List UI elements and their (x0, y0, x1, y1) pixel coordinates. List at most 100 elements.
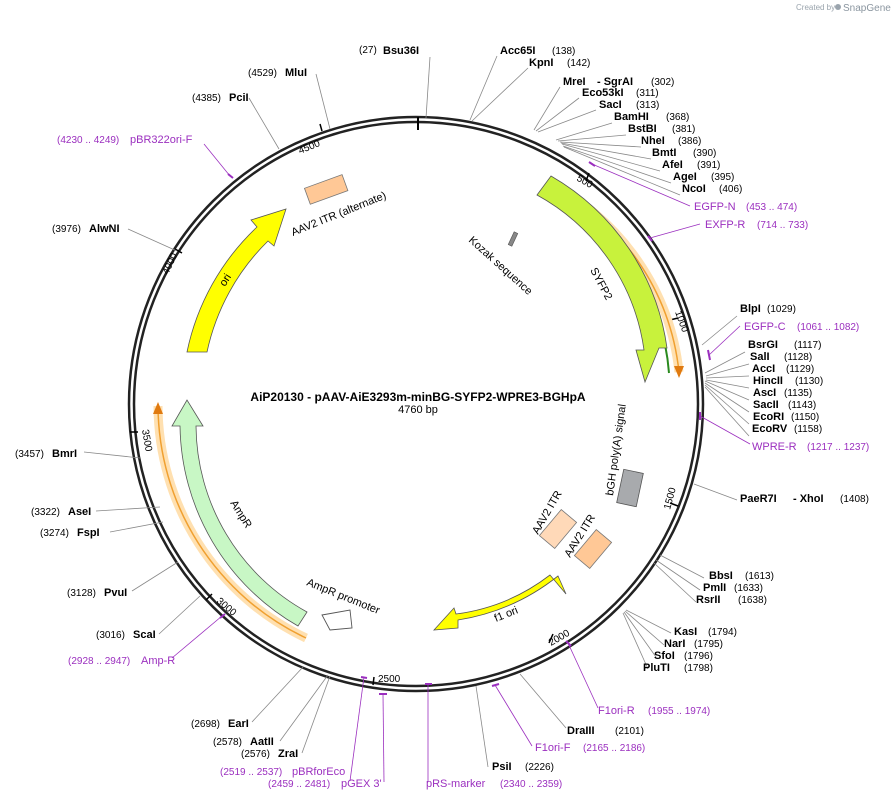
enzyme-acc65i[interactable]: Acc65I (500, 45, 535, 57)
enzyme-pos-bsu36i: (27) (359, 45, 377, 56)
enzyme-mrei[interactable]: MreI (563, 76, 586, 88)
enzyme-pos-draiii: (2101) (615, 726, 644, 737)
enzyme-hincii[interactable]: HincII (753, 375, 783, 387)
enzyme-acci[interactable]: AccI (752, 363, 775, 375)
created-by-text: Created by (796, 3, 835, 12)
enzyme-pos-blpi: (1029) (767, 304, 796, 315)
enzyme-eari[interactable]: EarI (228, 718, 249, 730)
enzyme-pos-pluti: (1798) (684, 663, 713, 674)
aav2-itr-1-feature (538, 508, 578, 550)
enzyme-sacii[interactable]: SacII (753, 399, 779, 411)
enzyme-pos-paer7i: (1408) (840, 494, 869, 505)
enzyme-pvui[interactable]: PvuI (104, 587, 127, 599)
primer-range-wpre-r: (1217 .. 1237) (807, 442, 869, 453)
enzyme-pos-pcii: (4385) (192, 93, 221, 104)
enzyme-sfoi[interactable]: SfoI (654, 650, 675, 662)
backbone-inner (132, 120, 700, 688)
primer-range-prs-marker: (2340 .. 2359) (500, 779, 562, 790)
enzyme-bamhi[interactable]: BamHI (614, 111, 649, 123)
enzyme-aatii[interactable]: AatII (250, 736, 274, 748)
syfp2-orf-arrowhead (674, 366, 684, 378)
enzyme-ncoi[interactable]: NcoI (682, 183, 706, 195)
primer-pgex3[interactable]: pGEX 3' (341, 778, 382, 790)
enzyme-pos-afei: (391) (697, 160, 720, 171)
f1-ori-feature (433, 574, 567, 631)
enzyme-bsrgi[interactable]: BsrGI (748, 339, 778, 351)
enzyme-bsu36i[interactable]: Bsu36I (383, 45, 419, 57)
enzyme-draiii[interactable]: DraIII (567, 725, 595, 737)
primer-egfp-n[interactable]: EGFP-N (694, 201, 736, 213)
tick-label-3500: 3500 (139, 429, 154, 453)
enzyme-pos-ecorv: (1158) (794, 424, 822, 435)
enzyme-pos-fspi: (3274) (40, 528, 69, 539)
ampr-label: AmpR (227, 498, 253, 530)
enzyme-asci[interactable]: AscI (753, 387, 776, 399)
enzyme-paer7i[interactable]: PaeR7I (740, 493, 777, 505)
enzyme-blpi[interactable]: BlpI (740, 303, 761, 315)
enzyme-pos-nhei: (386) (678, 136, 701, 147)
enzyme-sali[interactable]: SalI (750, 351, 770, 363)
enzyme-mlui[interactable]: MluI (285, 67, 307, 79)
enzyme-nhei[interactable]: NheI (641, 135, 665, 147)
enzyme-bstbi[interactable]: BstBI (628, 123, 657, 135)
enzyme-xhoi[interactable]: - XhoI (793, 493, 824, 505)
enzyme-psii[interactable]: PsiI (492, 761, 512, 773)
primer-egfp-c[interactable]: EGFP-C (744, 321, 786, 333)
enzyme-fspi[interactable]: FspI (77, 527, 100, 539)
enzyme-eco53ki[interactable]: Eco53kI (582, 87, 624, 99)
enzyme-pcii[interactable]: PciI (229, 92, 249, 104)
enzyme-pos-sacii: (1143) (788, 400, 816, 411)
ampr-feature (171, 399, 308, 627)
aav2-itr-2-feature (573, 528, 613, 570)
primer-range-f1ori-r: (1955 .. 1974) (648, 706, 710, 717)
primer-pbr322ori-f[interactable]: pBR322ori-F (130, 134, 193, 146)
enzyme-afei[interactable]: AfeI (662, 159, 683, 171)
enzyme-pos-kasi: (1794) (708, 627, 737, 638)
primer-pbrforeco[interactable]: pBRforEco (292, 766, 345, 778)
aav2-itr-alt-label: AAV2 ITR (alternate) (290, 190, 388, 239)
enzyme-pos-kpni: (142) (567, 58, 590, 69)
enzyme-pos-acc65i: (138) (552, 46, 575, 57)
enzyme-ecori[interactable]: EcoRI (753, 411, 784, 423)
enzyme-zrai[interactable]: ZraI (278, 748, 298, 760)
syfp2-feature (536, 175, 668, 384)
enzyme-rsrii[interactable]: RsrII (696, 594, 720, 606)
snapgene-brand: SnapGene (843, 3, 891, 14)
primer-prs-marker[interactable]: pRS-marker (426, 778, 486, 790)
primer-range-egfp-c: (1061 .. 1082) (797, 322, 859, 333)
primer-range-egfp-n: (453 .. 474) (746, 202, 797, 213)
enzyme-pos-eari: (2698) (191, 719, 220, 730)
enzyme-pos-zrai: (2576) (241, 749, 270, 760)
enzyme-pos-bmti: (390) (693, 148, 716, 159)
enzyme-pluti[interactable]: PluTI (643, 662, 670, 674)
enzyme-agei[interactable]: AgeI (673, 171, 697, 183)
enzyme-kasi[interactable]: KasI (674, 626, 697, 638)
enzyme-bmti[interactable]: BmtI (652, 147, 676, 159)
enzyme-pos-bsrgi: (1117) (794, 340, 821, 351)
enzyme-ecorv[interactable]: EcoRV (752, 423, 788, 435)
primer-range-amp-r: (2928 .. 2947) (68, 656, 130, 667)
enzyme-bbsi[interactable]: BbsI (709, 570, 733, 582)
primer-f1ori-f[interactable]: F1ori-F (535, 742, 571, 754)
ori-feature (186, 208, 287, 353)
enzyme-pmli[interactable]: PmlI (703, 582, 726, 594)
primer-exfp-r[interactable]: EXFP-R (705, 219, 745, 231)
enzyme-pos-mrei: (302) (651, 77, 674, 88)
primer-amp-r[interactable]: Amp-R (141, 655, 175, 667)
enzyme-pos-sfoi: (1796) (684, 651, 713, 662)
enzyme-sgrai[interactable]: - SgrAI (597, 76, 633, 88)
enzyme-asei[interactable]: AseI (68, 506, 91, 518)
enzyme-pos-pmli: (1633) (734, 583, 763, 594)
enzyme-saci[interactable]: SacI (599, 99, 622, 111)
enzyme-kpni[interactable]: KpnI (529, 57, 553, 69)
primer-f1ori-r[interactable]: F1ori-R (598, 705, 635, 717)
enzyme-alwni[interactable]: AlwNI (89, 223, 120, 235)
enzyme-scai[interactable]: ScaI (133, 629, 156, 641)
enzyme-bmri[interactable]: BmrI (52, 448, 77, 460)
tick-label-2500: 2500 (378, 674, 401, 685)
enzyme-pos-alwni: (3976) (52, 224, 81, 235)
enzyme-nari[interactable]: NarI (664, 638, 685, 650)
primer-wpre-r[interactable]: WPRE-R (752, 441, 797, 453)
enzyme-pos-sali: (1128) (784, 352, 812, 363)
